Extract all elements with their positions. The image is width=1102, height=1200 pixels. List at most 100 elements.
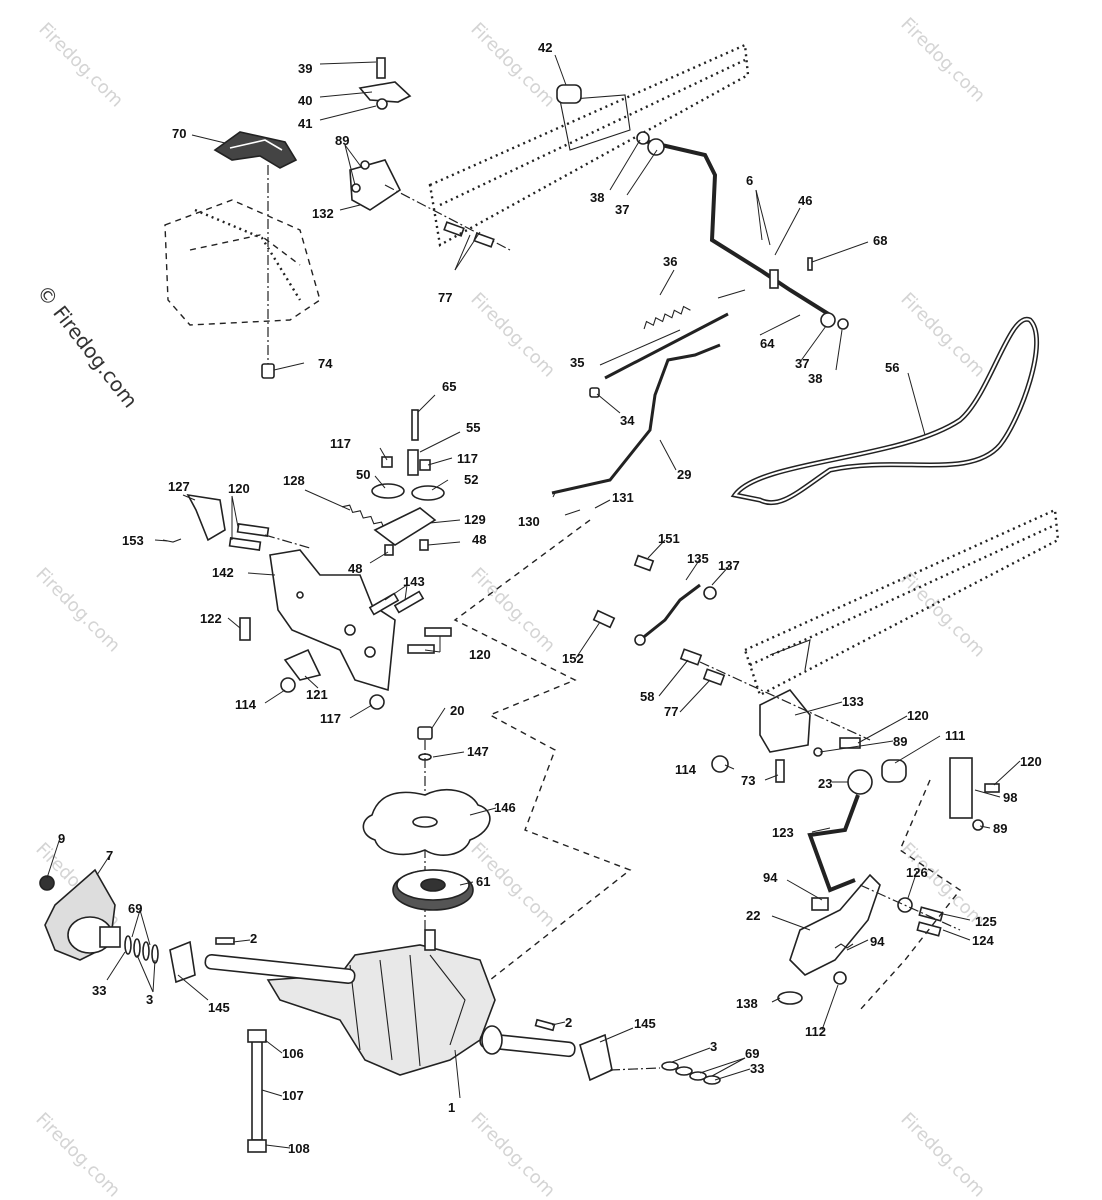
lever-127 bbox=[162, 493, 226, 543]
callout-69b: 69 bbox=[745, 1046, 759, 1061]
bolts-120-top bbox=[228, 523, 311, 551]
bolt-74 bbox=[261, 363, 275, 379]
callout-69: 69 bbox=[128, 901, 142, 916]
callout-48: 48 bbox=[472, 532, 486, 547]
callout-3b: 3 bbox=[710, 1039, 717, 1054]
callout-58: 58 bbox=[640, 689, 654, 704]
fender-panel bbox=[164, 199, 321, 326]
transaxle-1 bbox=[204, 929, 576, 1076]
fan-146 bbox=[362, 789, 491, 856]
pulley-61 bbox=[392, 869, 474, 911]
nut-20 bbox=[417, 726, 433, 740]
callout-22: 22 bbox=[746, 908, 760, 923]
callout-121: 121 bbox=[306, 687, 328, 702]
callout-94b: 94 bbox=[870, 934, 885, 949]
spring-128 bbox=[341, 504, 385, 530]
callout-111: 111 bbox=[945, 728, 965, 743]
bracket-145-right bbox=[579, 1033, 613, 1082]
callout-65: 65 bbox=[442, 379, 456, 394]
callout-114b: 114 bbox=[675, 762, 697, 777]
callout-34: 34 bbox=[620, 413, 635, 428]
frame-rail-top bbox=[428, 43, 750, 247]
watermark-faint: Firedog.com bbox=[466, 19, 559, 112]
callout-120d: 120 bbox=[1020, 754, 1042, 769]
callout-33b: 33 bbox=[750, 1061, 764, 1076]
callout-77: 77 bbox=[438, 290, 452, 305]
watermark-group: Firedog.com Firedog.com Firedog.com Fire… bbox=[31, 14, 989, 1200]
shift-rod-64 bbox=[636, 131, 849, 330]
belt-route-dashed bbox=[453, 519, 632, 981]
callout-137: 137 bbox=[718, 558, 740, 573]
key-2-right bbox=[534, 1018, 556, 1032]
callout-89c: 89 bbox=[993, 821, 1007, 836]
watermark-faint: Firedog.com bbox=[466, 1109, 559, 1200]
callout-120: 120 bbox=[228, 481, 250, 496]
callout-68: 68 bbox=[873, 233, 887, 248]
callout-151: 151 bbox=[658, 531, 680, 546]
callout-126: 126 bbox=[906, 865, 928, 880]
callout-42: 42 bbox=[538, 40, 552, 55]
callout-52: 52 bbox=[464, 472, 478, 487]
bracket-133 bbox=[679, 648, 871, 783]
watermark-faint: Firedog.com bbox=[466, 564, 559, 657]
callout-122: 122 bbox=[200, 611, 222, 626]
callout-56: 56 bbox=[885, 360, 899, 375]
watermark-faint: Firedog.com bbox=[896, 289, 989, 382]
callout-2b: 2 bbox=[565, 1015, 572, 1030]
callout-107: 107 bbox=[282, 1088, 304, 1103]
callout-61: 61 bbox=[476, 874, 490, 889]
cover-70 bbox=[213, 131, 298, 169]
bolts-143-120 bbox=[368, 590, 452, 654]
ferrule-34 bbox=[589, 387, 600, 398]
callout-23: 23 bbox=[818, 776, 832, 791]
callout-98: 98 bbox=[1003, 790, 1017, 805]
callout-37: 37 bbox=[615, 202, 629, 217]
callout-117: 117 bbox=[330, 436, 351, 451]
callout-117c: 117 bbox=[320, 711, 341, 726]
callout-40: 40 bbox=[298, 93, 312, 108]
shaft-107 bbox=[247, 1029, 267, 1153]
callout-36: 36 bbox=[663, 254, 677, 269]
callout-33: 33 bbox=[92, 983, 106, 998]
watermark-faint: Firedog.com bbox=[34, 19, 127, 112]
callout-145b: 145 bbox=[634, 1016, 656, 1031]
callout-73: 73 bbox=[741, 773, 755, 788]
callout-120b: 120 bbox=[469, 647, 491, 662]
callout-106: 106 bbox=[282, 1046, 304, 1061]
callout-128: 128 bbox=[283, 473, 305, 488]
callout-6: 6 bbox=[746, 173, 753, 188]
callout-35: 35 bbox=[570, 355, 584, 370]
callout-112: 112 bbox=[805, 1024, 826, 1039]
belt-route-right bbox=[859, 779, 962, 1011]
key-2-left bbox=[215, 937, 235, 945]
callout-38b: 38 bbox=[808, 371, 822, 386]
callout-127: 127 bbox=[168, 479, 190, 494]
bracket-142 bbox=[269, 549, 396, 692]
callout-147: 147 bbox=[467, 744, 489, 759]
callout-74: 74 bbox=[318, 356, 333, 371]
callout-153: 153 bbox=[122, 533, 144, 548]
watermark-faint: Firedog.com bbox=[31, 564, 124, 657]
callout-labels: 39 40 41 42 70 89 132 77 38 37 74 6 46 6… bbox=[58, 40, 1042, 1156]
washers-left bbox=[124, 935, 159, 964]
callout-38: 38 bbox=[590, 190, 604, 205]
washers-right bbox=[609, 1061, 721, 1085]
watermark-faint: Firedog.com bbox=[896, 14, 989, 107]
callout-135: 135 bbox=[687, 551, 709, 566]
callout-2: 2 bbox=[250, 931, 257, 946]
callout-132: 132 bbox=[312, 206, 334, 221]
callout-130: 130 bbox=[518, 514, 540, 529]
bushing-111 bbox=[881, 757, 1000, 831]
callout-37b: 37 bbox=[795, 356, 809, 371]
callout-89: 89 bbox=[335, 133, 349, 148]
callout-1: 1 bbox=[448, 1100, 455, 1115]
callout-125: 125 bbox=[975, 914, 997, 929]
callout-117b: 117 bbox=[457, 451, 478, 466]
callout-138: 138 bbox=[736, 996, 758, 1011]
callout-129: 129 bbox=[464, 512, 486, 527]
leader-lines bbox=[46, 54, 1021, 1149]
pulleys-50-52 bbox=[371, 409, 445, 556]
parts-122-114-121 bbox=[239, 617, 385, 710]
callout-133: 133 bbox=[842, 694, 864, 709]
rod-35 bbox=[604, 289, 746, 380]
